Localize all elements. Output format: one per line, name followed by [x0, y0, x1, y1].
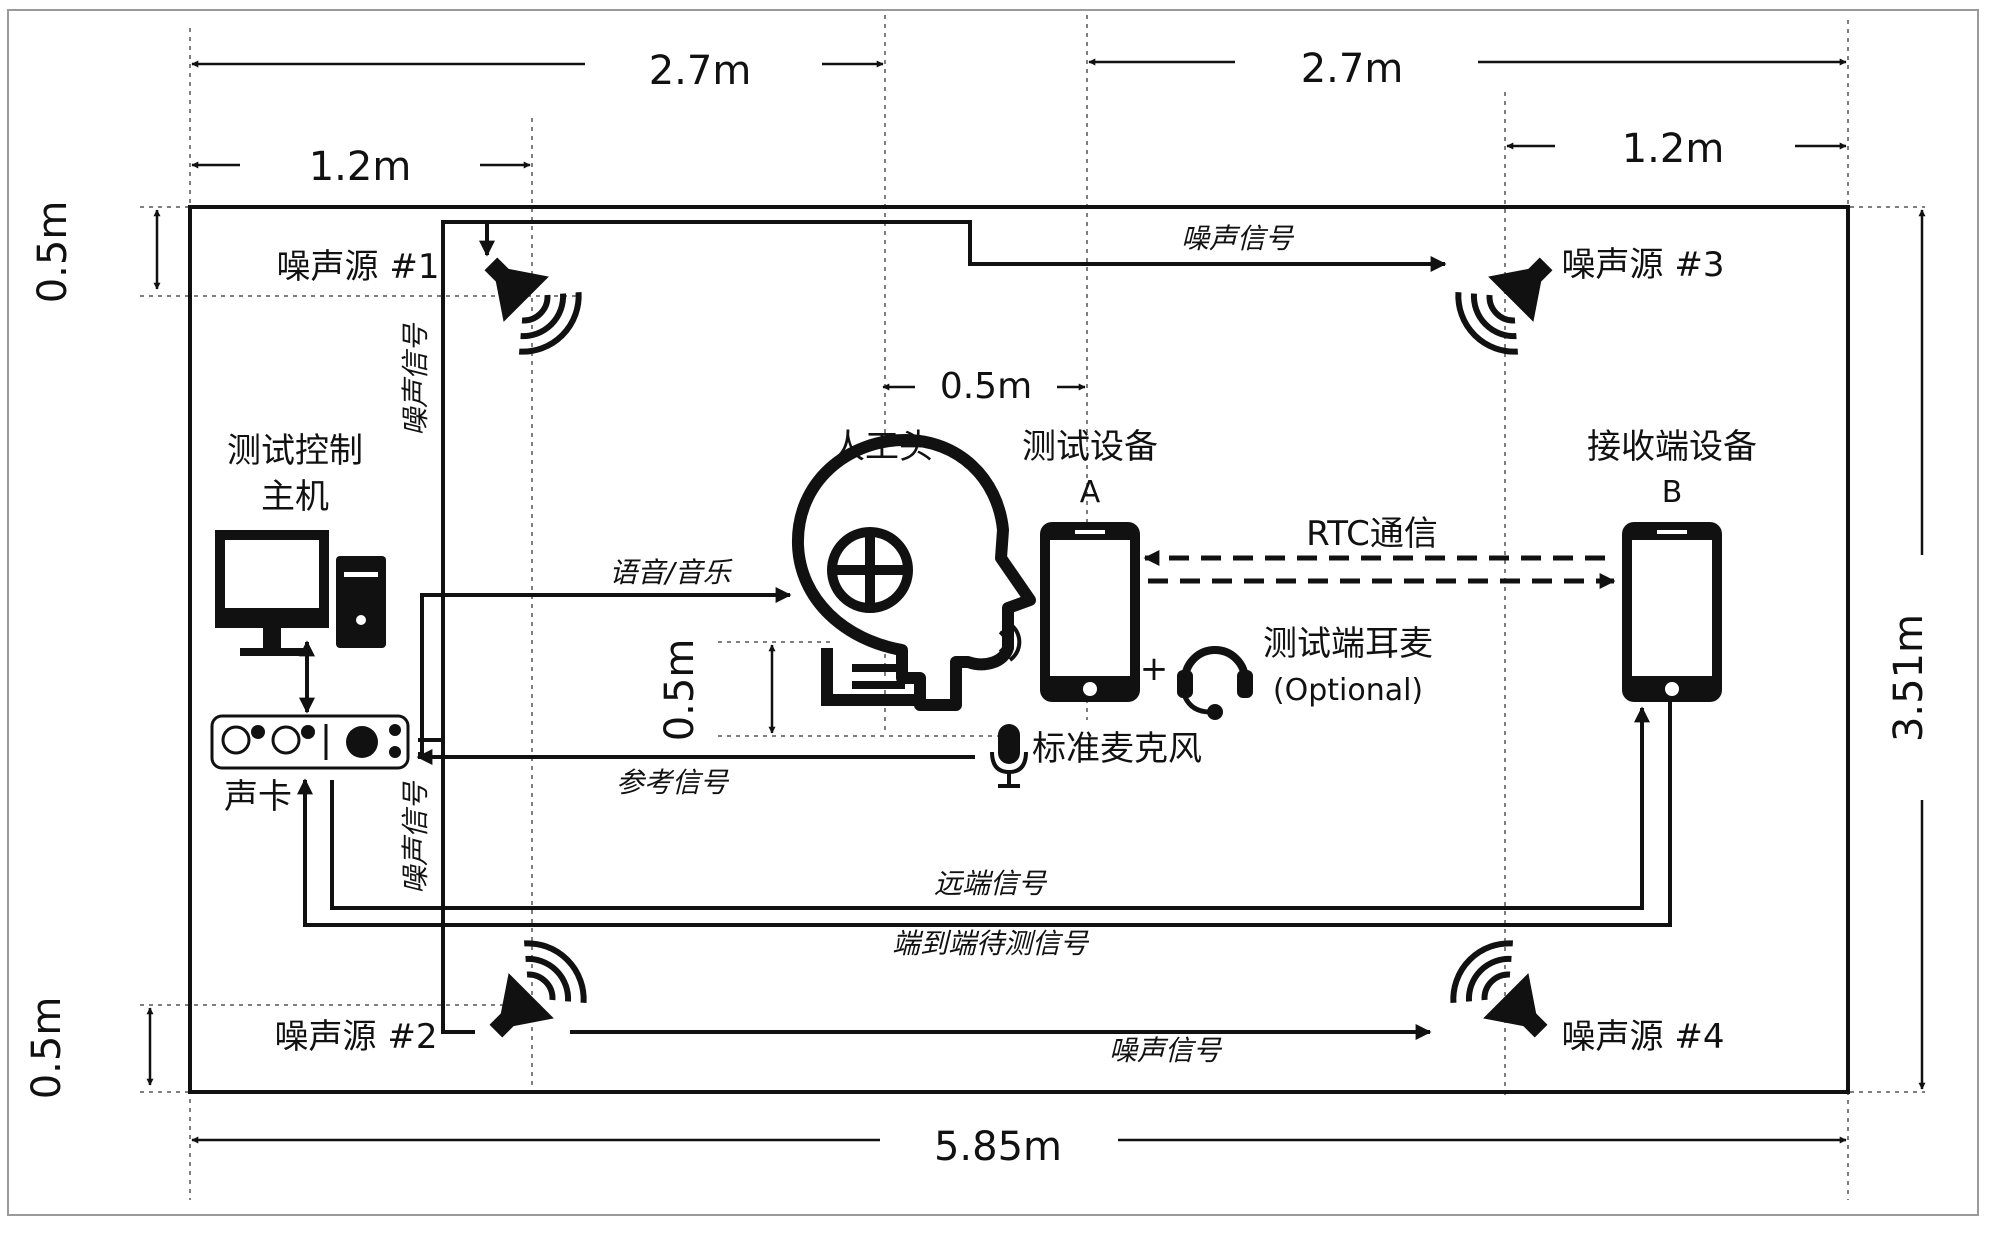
- label-plus: +: [1140, 649, 1169, 689]
- signal-noise-top: 噪声信号: [1181, 222, 1295, 255]
- dim-top-right-span: 2.7m: [1301, 46, 1404, 92]
- label-headset-line2: (Optional): [1273, 673, 1423, 708]
- signal-e2e: 端到端待测信号: [892, 927, 1090, 960]
- label-artificial-head: 人工头: [831, 427, 933, 467]
- label-test-device: 测试设备: [1022, 427, 1158, 467]
- artificial-head-icon: [791, 434, 1036, 711]
- signal-far-end: 远端信号: [934, 867, 1048, 900]
- label-mic: 标准麦克风: [1032, 729, 1202, 769]
- dim-center-gap: 0.5m: [940, 366, 1032, 407]
- dimension-arrows: [146, 58, 1926, 1144]
- label-noise-source-1: 噪声源 #1: [277, 247, 440, 287]
- image-frame: [7, 9, 1979, 1216]
- signal-noise-left-lower: 噪声信号: [399, 780, 432, 894]
- dim-left-top-margin: 0.5m: [30, 201, 76, 304]
- dim-top-left-span: 2.7m: [649, 48, 752, 94]
- label-test-device-id: A: [1080, 475, 1101, 510]
- dim-top-right-offset: 1.2m: [1622, 126, 1725, 172]
- dim-room-height: 3.51m: [1886, 614, 1932, 742]
- label-receiver-device-id: B: [1662, 475, 1683, 510]
- phone-a-icon: [1040, 522, 1140, 702]
- signal-reference: 参考信号: [616, 766, 730, 799]
- dim-top-left-offset: 1.2m: [309, 144, 412, 190]
- label-controller-line1: 测试控制: [227, 431, 363, 471]
- label-rtc: RTC通信: [1306, 514, 1438, 554]
- computer-icon: [215, 530, 386, 656]
- sound-card-icon: [210, 714, 410, 770]
- signal-speech-music: 语音/音乐: [609, 556, 732, 589]
- label-sound-card: 声卡: [224, 777, 292, 817]
- label-noise-source-4: 噪声源 #4: [1562, 1017, 1725, 1057]
- label-receiver-device: 接收端设备: [1587, 427, 1757, 467]
- speaker-icon: [484, 257, 582, 355]
- label-headset-line1: 测试端耳麦: [1263, 624, 1433, 664]
- dim-room-width: 5.85m: [934, 1124, 1062, 1170]
- signal-noise-bottom: 噪声信号: [1109, 1034, 1223, 1067]
- room-boundary: [188, 205, 1850, 1094]
- headset-icon: [1177, 646, 1253, 720]
- rtc-link: [1143, 550, 1616, 589]
- label-noise-source-2: 噪声源 #2: [275, 1017, 438, 1057]
- label-noise-source-3: 噪声源 #3: [1562, 245, 1725, 285]
- phone-b-icon: [1622, 522, 1722, 702]
- dim-mic-height: 0.5m: [657, 639, 703, 742]
- speaker-icon: [1450, 940, 1548, 1038]
- label-controller-line2: 主机: [261, 477, 329, 517]
- microphone-icon: [990, 724, 1028, 788]
- signal-lines: [297, 220, 1672, 1040]
- dim-left-bottom-margin: 0.5m: [24, 997, 70, 1100]
- signal-noise-left-upper: 噪声信号: [399, 322, 432, 436]
- speaker-icon: [1455, 257, 1553, 355]
